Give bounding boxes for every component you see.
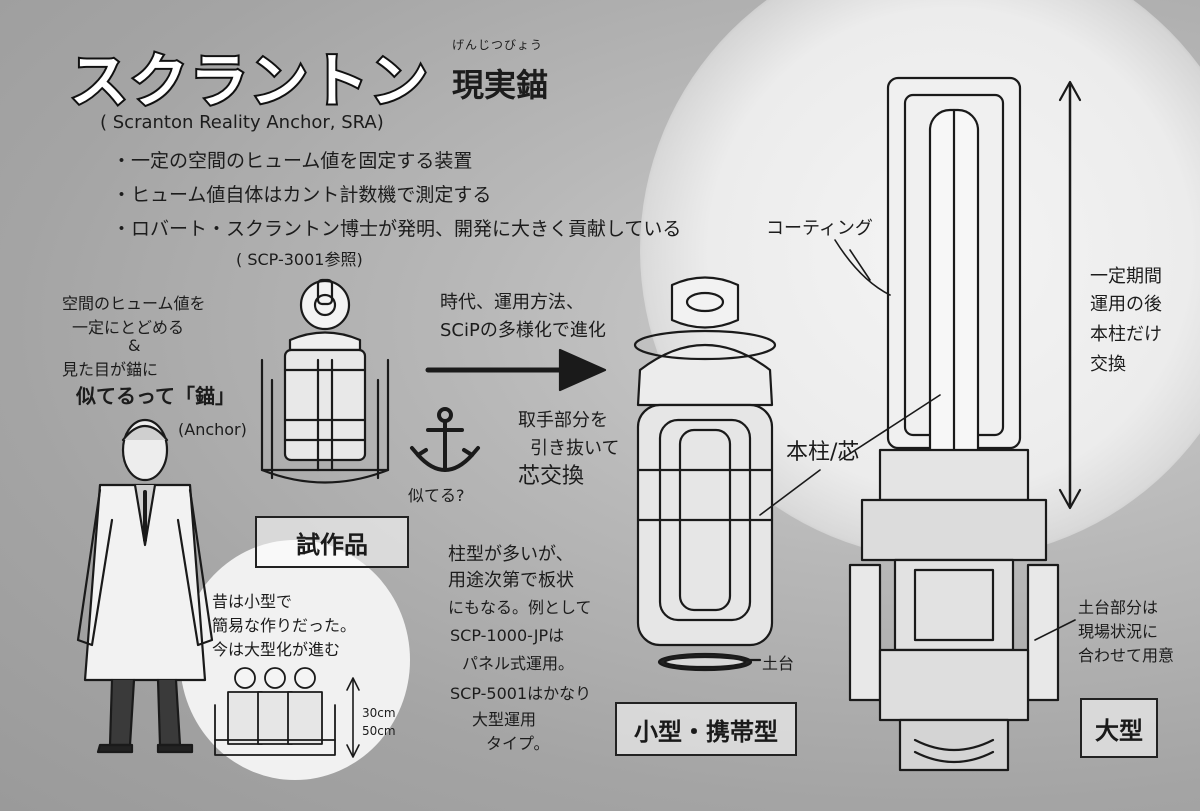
period-note-line-1: 一定期間 xyxy=(1090,266,1162,287)
bubble-note-line-2: 簡易な作りだった。 xyxy=(212,616,357,635)
period-note-line-3: 本柱だけ xyxy=(1090,324,1162,345)
evolution-note-line-1: 時代、運用方法、 xyxy=(440,292,584,313)
coating-label: コーティング xyxy=(766,218,873,239)
period-note-line-2: 運用の後 xyxy=(1090,294,1162,315)
prototype-anchor-drawing xyxy=(260,278,390,484)
pillar-note-line-1: 柱型が多いが、 xyxy=(448,544,574,565)
height-arrow-drawing xyxy=(346,677,360,758)
period-arrow-drawing xyxy=(1058,80,1082,510)
left-note-line-1: 空間のヒューム値を xyxy=(62,294,206,313)
bullet-3: ・ロバート・スクラントン博士が発明、開発に大きく貢献している xyxy=(112,218,682,240)
large-anchor-drawing xyxy=(848,76,1060,772)
pillar-note-line-7: 大型運用 xyxy=(472,710,537,729)
pillar-note-line-8: タイプ。 xyxy=(486,734,550,753)
pillar-note-line-4: SCP-1000-JPは xyxy=(450,626,565,645)
pillar-note-line-3: にもなる。例として xyxy=(448,598,592,617)
mini-anchors-drawing xyxy=(214,667,336,756)
anchor-symbol-drawing xyxy=(410,407,480,472)
base-label: 土台 xyxy=(762,654,795,673)
bullet-note: ( SCP-3001参照) xyxy=(236,250,363,269)
left-note-line-2: 一定にとどめる xyxy=(72,318,185,337)
leader-lines xyxy=(759,239,1076,641)
left-note-line-3: & xyxy=(128,336,141,355)
anchor-word: (Anchor) xyxy=(178,420,247,439)
height-note-2: 50cm xyxy=(362,724,396,738)
page-title: スクラントン xyxy=(68,45,431,117)
evolution-arrow-drawing xyxy=(425,348,607,392)
pillar-note-line-2: 用途次第で板状 xyxy=(448,570,574,591)
english-name: ( Scranton Reality Anchor, SRA) xyxy=(100,112,384,133)
portable-anchor-drawing xyxy=(633,276,777,672)
evolution-note-line-2: SCiPの多様化で進化 xyxy=(440,320,606,341)
left-note-line-5: 似てるって「錨」 xyxy=(76,384,235,408)
scientist-drawing xyxy=(76,418,214,754)
pillar-note-line-6: SCP-5001はかなり xyxy=(450,684,592,703)
handle-note-line-1: 取手部分を xyxy=(518,410,608,431)
left-note-line-4: 見た目が錨に xyxy=(62,360,159,379)
bubble-note-line-1: 昔は小型で xyxy=(212,592,293,611)
height-note-1: 30cm xyxy=(362,706,396,720)
bullet-1: ・一定の空間のヒューム値を固定する装置 xyxy=(112,150,473,172)
base-note-line-2: 現場状況に xyxy=(1078,622,1159,641)
handle-note-line-3: 芯交換 xyxy=(518,464,585,489)
subtitle-furigana: げんじつびょう xyxy=(452,38,544,52)
handle-note-line-2: 引き抜いて xyxy=(530,438,620,459)
period-note-line-4: 交換 xyxy=(1090,354,1126,375)
bullet-2: ・ヒューム値自体はカント計数機で測定する xyxy=(112,184,492,206)
small-portable-label: 小型・携帯型 xyxy=(615,702,797,756)
anchor-question: 似てる? xyxy=(408,486,465,505)
base-note-line-1: 土台部分は xyxy=(1078,598,1159,617)
base-note-line-3: 合わせて用意 xyxy=(1078,646,1175,665)
large-label: 大型 xyxy=(1080,698,1158,758)
prototype-label: 試作品 xyxy=(255,516,409,568)
core-label: 本柱/芯 xyxy=(786,440,860,465)
bubble-note-line-3: 今は大型化が進む xyxy=(212,640,341,659)
pillar-note-line-5: パネル式運用。 xyxy=(462,654,575,673)
page-subtitle: 現実錨 xyxy=(452,66,549,104)
